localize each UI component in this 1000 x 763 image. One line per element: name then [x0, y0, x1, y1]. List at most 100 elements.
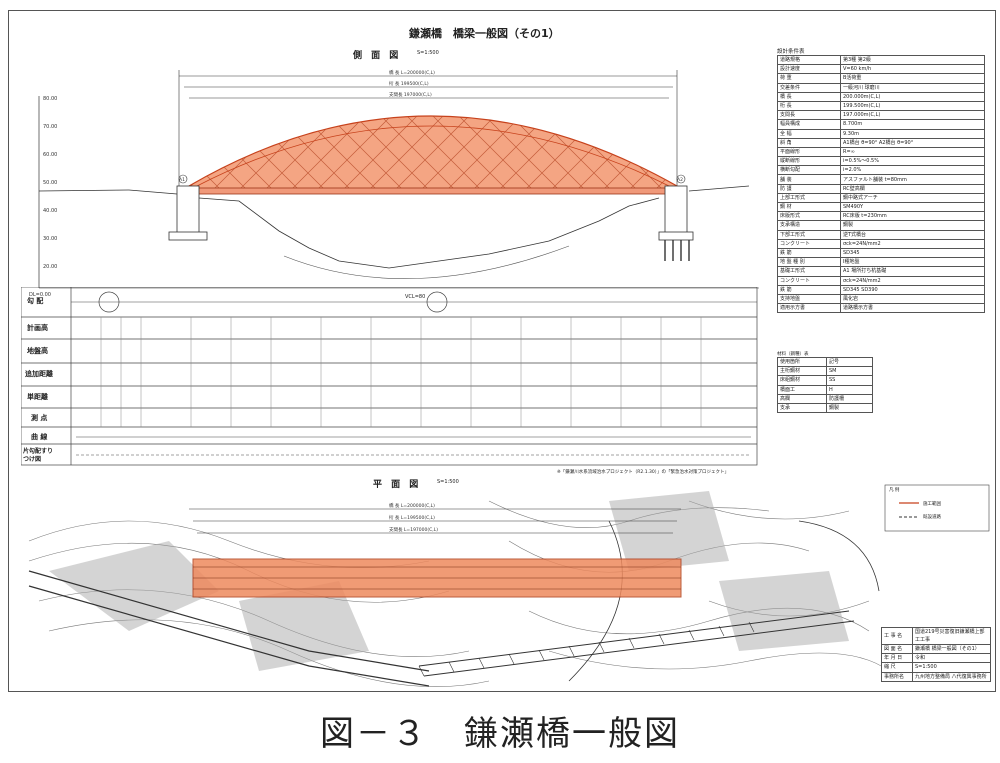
- row-label: 平面線形: [777, 146, 841, 158]
- a2-label: A2: [677, 177, 683, 183]
- side-view-label: 側 面 図: [353, 51, 402, 61]
- plan-dim-span: 支間長 L=197000(C,L): [389, 526, 438, 533]
- row-label: 鉄 筋: [777, 284, 841, 295]
- row-label: 横断勾配: [777, 165, 841, 176]
- row-value: 防護柵: [826, 393, 873, 404]
- row-value: 国道219号災害復旧鎌瀬橋上部工工事: [912, 627, 991, 645]
- row-value: σck=24N/mm2: [840, 275, 985, 286]
- ground-line: [38, 185, 750, 269]
- row-value: 197.000m(C,L): [840, 110, 985, 121]
- row-label: 全 幅: [777, 128, 841, 139]
- profile-grid: [21, 287, 758, 466]
- row-value: 令和: [912, 653, 991, 664]
- table-row: 年 月 日令和: [881, 653, 991, 664]
- elev-30: 30.00: [43, 236, 57, 242]
- row-value: 記号: [826, 356, 873, 368]
- row-label: 鉄 筋: [777, 247, 841, 259]
- row-label: コンクリート: [777, 238, 841, 249]
- row-label: 橋 長: [777, 91, 841, 102]
- row-value: 鋼製: [826, 402, 873, 414]
- row-label: 橋面工: [777, 384, 827, 395]
- row-label: 荷 重: [777, 73, 841, 84]
- row-ground-height: 地盤高: [27, 347, 48, 355]
- table-row: 適用示方書道路橋示方書: [777, 303, 985, 314]
- row-value: 8.700m: [840, 119, 985, 130]
- table-row: 事務所名九州地方整備局 八代復興事務所: [881, 671, 991, 682]
- row-value: 一級河川 球磨川: [840, 82, 985, 93]
- dim-span-length: 支間長 197000(C,L): [389, 91, 432, 98]
- row-value: A1 場所打ち杭基礎: [840, 266, 985, 277]
- row-value: 200.000m(C,L): [840, 91, 985, 102]
- elev-50: 50.00: [43, 180, 57, 186]
- row-label: 事務所名: [881, 671, 913, 682]
- figure-caption: 図－３ 鎌瀬橋一般図: [320, 714, 680, 754]
- dim-girder-length: 桁 長 199500(C,L): [389, 80, 429, 87]
- table-row: 高欄防護柵: [777, 393, 873, 404]
- row-value: B活荷重: [840, 73, 985, 84]
- row-label: 支間長: [777, 110, 841, 121]
- table-row: 使用箇所記号: [777, 356, 873, 368]
- row-value: 9.30m: [840, 128, 985, 139]
- row-value: 第3種 第2級: [840, 54, 985, 66]
- vcl-label: VCL=80: [405, 294, 426, 300]
- row-value: RC床版 t=230mm: [840, 211, 985, 222]
- row-value: i=2.0%: [840, 165, 985, 176]
- row-label: 図 面 名: [881, 643, 913, 655]
- row-label: 工 事 名: [881, 627, 913, 645]
- row-value: 鋼製: [840, 220, 985, 231]
- row-label: 舗 装: [777, 174, 841, 185]
- datum-label: DL=0.00: [29, 292, 51, 298]
- row-superelevation: 片勾配すりつけ図: [23, 448, 54, 463]
- elev-40: 40.00: [43, 208, 57, 214]
- row-label: 支承構造: [777, 220, 841, 231]
- row-value: SM: [826, 366, 873, 377]
- row-label: 床組鋼材: [777, 375, 827, 386]
- legend-title: 凡 例: [889, 488, 900, 493]
- row-value: S=1:500: [912, 662, 991, 673]
- row-label: 上部工形式: [777, 192, 841, 204]
- drawing-sheet: 鎌瀬橋 橋梁一般図（その1） 側 面 図 S=1:500 80.00 70.00…: [8, 10, 996, 692]
- row-label: コンクリート: [777, 275, 841, 286]
- row-value: SD345: [840, 247, 985, 259]
- row-label: 主桁鋼材: [777, 366, 827, 377]
- row-plan-height: 計画高: [27, 324, 48, 332]
- abutment-a1: [176, 185, 200, 235]
- arch-lattice: [189, 116, 677, 192]
- row-added-distance: 追加距離: [25, 370, 53, 378]
- elev-70: 70.00: [43, 124, 57, 130]
- table-row: 交差条件一級河川 球磨川: [777, 82, 985, 93]
- row-value: A1橋台 θ=90° A2橋台 θ=90°: [840, 137, 985, 148]
- elev-80: 80.00: [43, 96, 57, 102]
- row-value: 逆T式橋台: [840, 229, 985, 240]
- row-value: H: [826, 384, 873, 395]
- row-label: 鋼 材: [777, 201, 841, 213]
- row-label: 交差条件: [777, 82, 841, 93]
- row-label: 年 月 日: [881, 653, 913, 664]
- row-value: 鋼中路式アーチ: [840, 192, 985, 204]
- row-gradient: 勾 配: [27, 297, 44, 305]
- abutment-a2: [664, 185, 688, 235]
- row-value: 風化岩: [840, 293, 985, 305]
- row-label: 縦断線形: [777, 156, 841, 167]
- row-value: 鎌瀬橋 橋梁一般図（その1）: [912, 643, 991, 655]
- table-row: 道路規格第3種 第2級: [777, 54, 985, 66]
- row-value: 九州地方整備局 八代復興事務所: [912, 671, 991, 682]
- drawing-title: 鎌瀬橋 橋梁一般図（その1）: [409, 27, 560, 40]
